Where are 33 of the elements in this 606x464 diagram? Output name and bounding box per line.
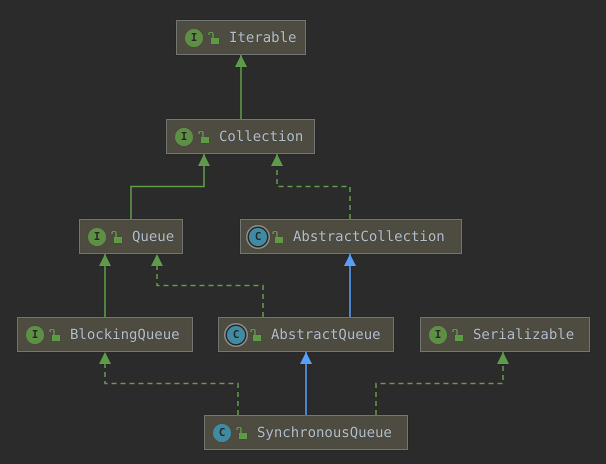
class-name: BlockingQueue bbox=[70, 326, 180, 342]
inheritance-arrow bbox=[375, 352, 509, 415]
interface-badge: I bbox=[88, 228, 106, 246]
inheritance-arrow bbox=[130, 154, 210, 219]
inheritance-arrow bbox=[151, 254, 264, 317]
class-name: SynchronousQueue bbox=[257, 424, 392, 440]
class-box bbox=[420, 317, 590, 352]
class-name: Serializable bbox=[473, 326, 574, 342]
class-name: AbstractCollection bbox=[293, 228, 445, 244]
interface-badge: I bbox=[185, 28, 203, 46]
class-box bbox=[204, 415, 408, 450]
class-name: Queue bbox=[132, 228, 174, 244]
interface-badge: I bbox=[175, 128, 193, 146]
class-badge: C bbox=[213, 424, 231, 442]
inheritance-arrow bbox=[344, 254, 356, 317]
class-badge: C bbox=[227, 326, 245, 344]
class-box bbox=[17, 317, 193, 352]
class-box bbox=[166, 119, 315, 154]
class-name: Iterable bbox=[229, 30, 296, 46]
inheritance-arrow bbox=[271, 154, 351, 219]
inheritance-arrow bbox=[99, 254, 111, 317]
interface-badge: I bbox=[429, 326, 447, 344]
class-box bbox=[218, 317, 394, 352]
class-box bbox=[240, 219, 462, 254]
class-name: AbstractQueue bbox=[271, 326, 381, 342]
interface-badge: I bbox=[26, 326, 44, 344]
inheritance-arrow bbox=[99, 352, 239, 415]
class-box bbox=[79, 219, 183, 254]
inheritance-arrow bbox=[300, 352, 312, 415]
class-badge: C bbox=[249, 228, 267, 246]
inheritance-arrow bbox=[235, 55, 247, 119]
class-box bbox=[176, 20, 306, 55]
class-name: Collection bbox=[219, 128, 304, 144]
